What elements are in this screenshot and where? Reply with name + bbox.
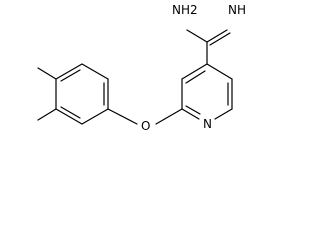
phenyl-double-bond-b [60,69,81,82]
bond-amidine-c-n-double-a [206,29,228,43]
ring-bond-c6-n [214,108,233,120]
bond-oxygen-to-phenyl [107,108,138,125]
molecule-drawing: NH2 NH N O [37,3,246,133]
phenyl-bond-6 [81,108,109,125]
atom-label-nh2: NH2 [172,3,198,17]
amidine-group: NH2 NH [172,3,246,65]
methyl-bond-upper [37,67,57,80]
methyl-bond-lower [37,108,57,121]
bond-amidine-c-n-double-b [209,32,231,46]
bond-ring-to-oxygen [155,108,183,125]
ether-linkage: O [107,108,183,133]
ring-bond-c3-c4 [181,63,208,80]
ring-double-bond-c3-c4 [185,70,206,84]
atom-label-nh: NH [228,3,246,17]
atom-label-pyridine-n: N [203,117,212,131]
ring-bond-c4-c5 [206,63,233,80]
structure-diagram: NH2 NH N O [37,3,246,133]
ring-bond-n-c2 [181,108,200,120]
ring-double-bond-n-c2 [185,105,201,115]
phenyl-bond-5 [55,108,83,125]
phenyl-double-bond-c [60,106,81,119]
phenyl-bond-2 [81,63,109,80]
pyridine-ring: N [181,63,233,131]
dimethylphenyl-ring [37,63,109,125]
atom-label-oxygen: O [141,119,150,133]
bond-amidine-c-n-single [186,29,208,43]
phenyl-bond-3 [55,63,83,80]
